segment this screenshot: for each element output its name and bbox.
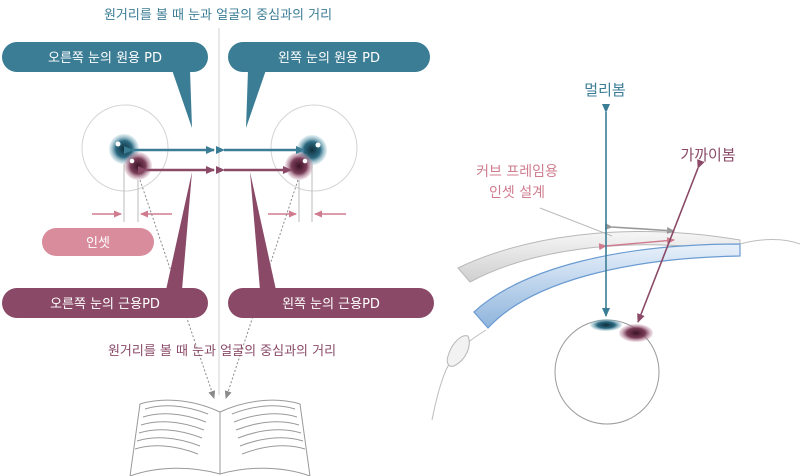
right-eye-near-pd-text: 오른쪽 눈의 근용PD [50,297,160,312]
eyeball-near-pupil [619,324,653,342]
left-eye-far-pd-text: 왼쪽 눈의 원용 PD [278,51,380,66]
right-eye-far-highlight [115,141,121,147]
left-eye-far-highlight [315,142,321,148]
left-eye-near-highlight [302,158,308,164]
inset-text: 인셋 [86,236,110,251]
curve-frame-label-line1: 커브 프레임용 [476,164,558,180]
inset-label: 인셋 [42,228,154,256]
title-near: 원거리를 볼 때 눈과 얼굴의 중심과의 거리 [108,344,336,359]
curve-frame-leader [539,207,613,237]
left-eye-near-pd-text: 왼쪽 눈의 근용PD [282,297,380,312]
right-eye-far-pd-label: 오른쪽 눈의 원용 PD [2,42,208,128]
eyeball-far-pupil [590,319,622,331]
far-view-label: 멀리봄 [584,81,625,99]
near-view-label: 가까이봄 [680,146,735,164]
left-eye-near-pupil [285,152,313,180]
title-far: 원거리를 볼 때 눈과 얼굴의 중심과의 거리 [104,8,332,23]
right-eye-near-pd-label: 오른쪽 눈의 근용PD [2,172,208,318]
right-eye-near-highlight [129,158,135,164]
gray-lens-inset-arrow [604,223,675,235]
book-icon [129,399,311,476]
left-eye-near-pd-label: 왼쪽 눈의 근용PD [228,172,434,318]
left-eye-far-pd-label: 왼쪽 눈의 원용 PD [228,42,430,128]
nose-pad [446,335,470,367]
right-eye-far-pd-text: 오른쪽 눈의 원용 PD [48,51,162,66]
curve-frame-label-line2: 인셋 설계 [489,185,545,201]
right-eye-near-pupil [124,152,152,180]
frame-nose-line [431,329,487,421]
near-view-arrow [637,159,705,323]
frame-temple [739,239,800,245]
